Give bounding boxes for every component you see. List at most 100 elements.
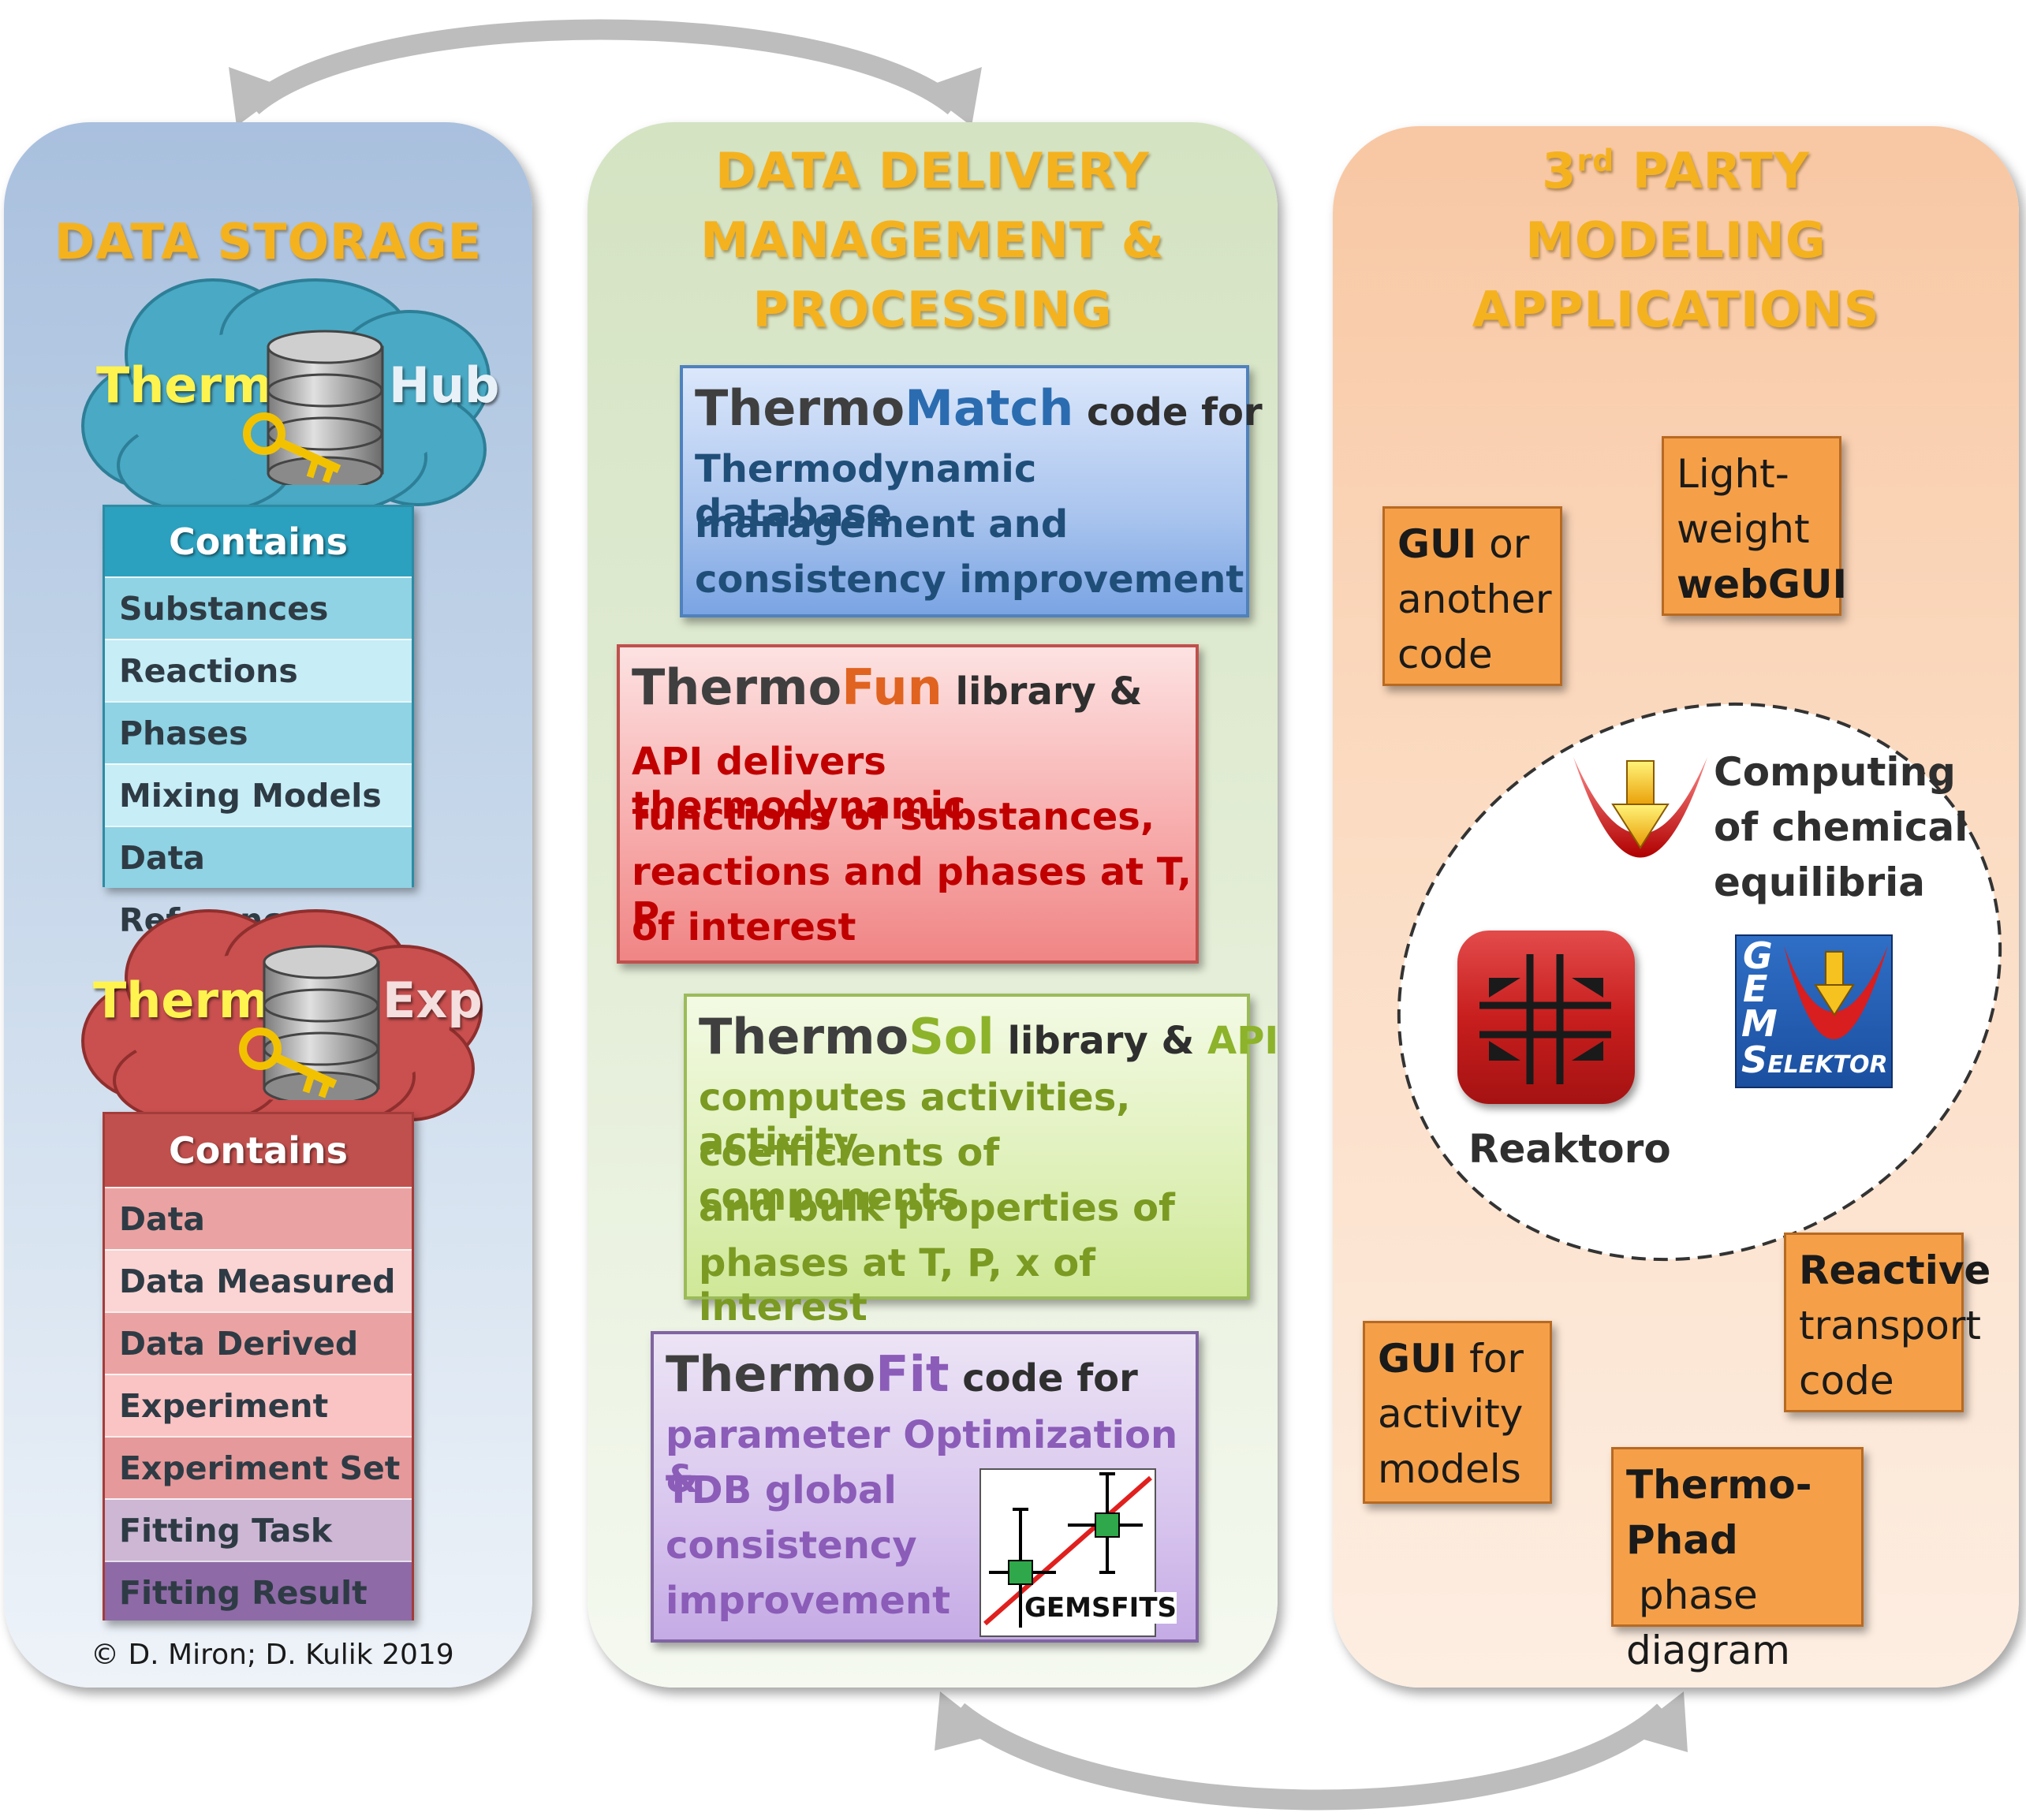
thermohub-cloud	[81, 278, 491, 518]
thermofit-name-b: Fit	[875, 1345, 950, 1403]
gui-code: code	[1397, 632, 1493, 677]
equilibria-line-2: of chemical	[1714, 804, 1968, 850]
table-row: Data References	[105, 1187, 412, 1300]
phad-diagram: diagram	[1626, 1628, 1790, 1673]
thermosol-name-a: Thermo	[699, 1008, 909, 1065]
thermosol-api: API	[1207, 1019, 1279, 1063]
gui-act-label: GUI	[1378, 1336, 1457, 1382]
copyright-text: © D. Miron; D. Kulik 2019	[91, 1639, 454, 1671]
table-row: Data References	[105, 826, 412, 939]
table-header: Contains	[105, 1114, 412, 1187]
gui-or: or	[1476, 521, 1530, 567]
table-row: Substances	[105, 576, 412, 639]
gui-another: another	[1397, 576, 1552, 622]
third-party-title-1: 3rd PARTY	[1333, 142, 2019, 200]
thermophad-box: Thermo- Phad phase diagram	[1611, 1447, 1864, 1673]
gui-act-for: for	[1457, 1336, 1524, 1382]
thermofit-line-1: parameter Optimization &	[666, 1413, 1178, 1501]
thermoexp-label-right: Exp	[382, 972, 483, 1029]
thermosol-line-2: coefficients of components	[699, 1131, 1000, 1219]
thermohub-contains-table: Contains Substances Reactions Phases Sol…	[103, 505, 414, 939]
table-row: Experiment Set	[105, 1436, 412, 1498]
gemsfits-logo: GEMSFITS	[979, 1468, 1177, 1637]
table-row: Data Measured	[105, 1249, 412, 1311]
title-party: PARTY	[1614, 142, 1810, 200]
bottom-arrow-head-right	[1628, 1691, 1688, 1752]
thermomatch-line-2: management and	[695, 502, 1069, 546]
table-header: Contains	[105, 507, 412, 576]
table-row: Experiment	[105, 1374, 412, 1436]
thermomatch-line-1: Thermodynamic database	[695, 447, 1037, 535]
gemsfits-label: GEMSFITS	[1024, 1592, 1177, 1624]
thermosol-mid: library &	[994, 1019, 1208, 1063]
thermofun-line-2: functions of substances,	[632, 795, 1155, 839]
thermofit-line-4: improvement	[666, 1579, 951, 1623]
gems-g: G	[1743, 934, 1773, 977]
equilibrium-parabola-icon	[1573, 757, 1707, 858]
equilibria-line-1: Computing	[1714, 749, 1956, 795]
thermofun-name-b: Fun	[841, 658, 942, 716]
third-party-title-2: MODELING	[1525, 211, 1826, 269]
reactive-transport-box: Reactive transport code	[1784, 1233, 1991, 1412]
gems-selektor-logo: G E M SELEKTOR	[1735, 934, 1893, 1088]
third-party-title-3: APPLICATIONS	[1472, 281, 1880, 338]
reactive-transport: transport	[1799, 1303, 1982, 1348]
thermofun-line-4: of interest	[632, 905, 856, 949]
database-key-icon	[239, 945, 380, 1100]
gems-e: E	[1743, 968, 1768, 1010]
table-row: Mixing Models	[105, 763, 412, 826]
title-rd: rd	[1576, 143, 1615, 178]
table-row: Reactions	[105, 639, 412, 701]
thermofit-name-a: Thermo	[666, 1345, 876, 1403]
phad-thermo: Thermo-	[1626, 1462, 1812, 1508]
reaktoro-icon	[1479, 954, 1611, 1084]
thermomatch-name-a: Thermo	[695, 379, 905, 437]
thermomatch-name-b: Match	[905, 379, 1074, 437]
thermoexp-contains-table: Contains Data References Data Measured D…	[103, 1112, 414, 1620]
bottom-arrow	[951, 1703, 1671, 1811]
equilibria-line-3: equilibria	[1714, 860, 1926, 905]
gui-act-models: models	[1378, 1446, 1521, 1492]
table-row: Fitting Task	[105, 1498, 412, 1561]
phad-name: Phad	[1626, 1517, 1738, 1563]
table-row: Data Derived	[105, 1311, 412, 1374]
webgui-box: Light- weight webGUI	[1662, 436, 1847, 616]
top-arrow-head-right	[921, 67, 982, 126]
thermosol-line-1: computes activities, activity	[699, 1076, 1131, 1164]
thermofun-tail: library &	[942, 669, 1143, 714]
phad-phase: phase	[1626, 1572, 1758, 1618]
top-arrow	[245, 19, 961, 115]
webgui-light: Light-	[1677, 451, 1789, 497]
thermomatch-box: ThermoMatch code for Thermodynamic datab…	[680, 365, 1263, 617]
reaktoro-logo	[1457, 931, 1635, 1104]
gui-label: GUI	[1397, 521, 1477, 567]
thermohub-label-right: Hub	[389, 356, 500, 414]
title-3: 3	[1542, 142, 1577, 200]
table-row: Phases Solutions	[105, 701, 412, 815]
reaktoro-label: Reaktoro	[1468, 1126, 1671, 1172]
thermosol-name-b: Sol	[909, 1008, 994, 1065]
thermofun-box: ThermoFun library & API delivers thermod…	[617, 644, 1199, 964]
database-key-icon	[243, 330, 384, 485]
thermofit-line-3: consistency	[666, 1524, 917, 1568]
gems-m: M	[1741, 1002, 1778, 1045]
reactive-label: Reactive	[1799, 1248, 1991, 1293]
thermosol-line-3: and bulk properties of	[699, 1186, 1175, 1230]
thermomatch-tail: code for	[1073, 390, 1263, 434]
top-arrow-head-left	[229, 67, 288, 126]
gui-act-activity: activity	[1378, 1391, 1524, 1437]
equilibria-ellipse	[1397, 702, 2002, 1262]
gui-activity-box: GUI for activity models	[1363, 1321, 1552, 1504]
thermofit-line-2: TDB global	[666, 1468, 897, 1512]
thermomatch-line-3: consistency improvement	[695, 558, 1244, 602]
webgui-label: webGUI	[1677, 561, 1848, 607]
bottom-arrow-head-left	[935, 1691, 995, 1751]
thermofit-tail: code for	[949, 1356, 1138, 1400]
thermosol-box: ThermoSol library & API computes activit…	[684, 994, 1278, 1330]
thermofun-line-3: reactions and phases at T, P	[632, 850, 1192, 938]
data-delivery-title-1: DATA DELIVERY	[715, 142, 1150, 200]
reactive-code: code	[1799, 1358, 1894, 1404]
thermofit-box: ThermoFit code for parameter Optimizatio…	[651, 1331, 1199, 1643]
thermofun-name-a: Thermo	[632, 658, 842, 716]
